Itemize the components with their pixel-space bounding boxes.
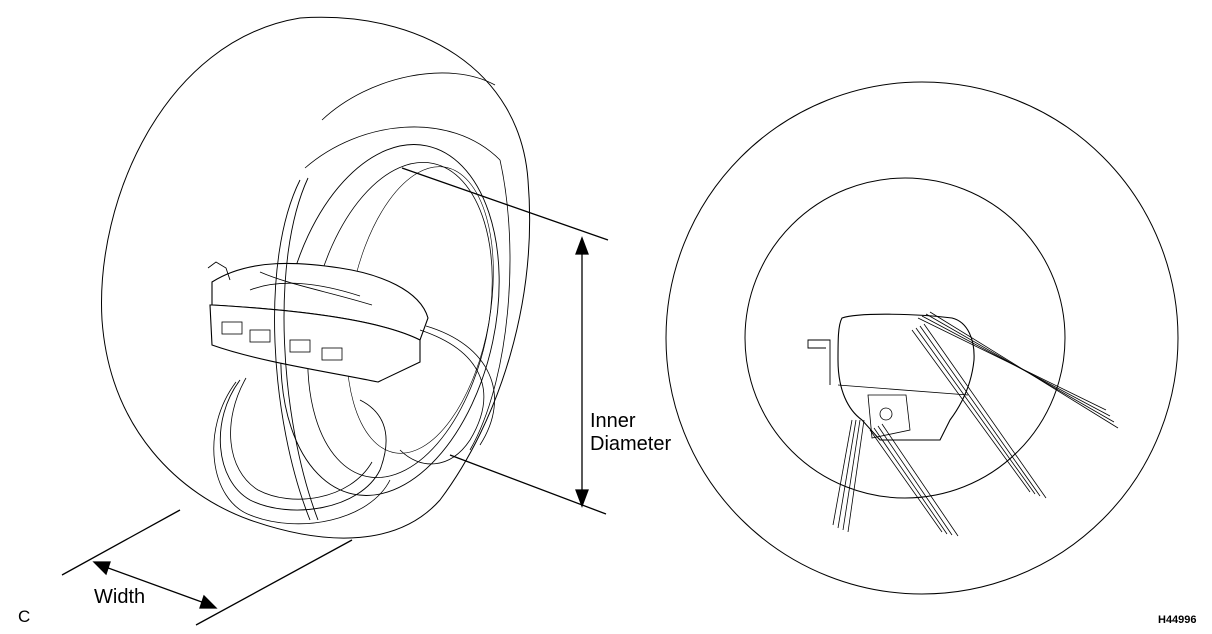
- wire: [842, 419, 861, 531]
- wire-bundle: [213, 381, 391, 525]
- tire-outer-outline: [101, 16, 531, 539]
- tire-inner-circle: [744, 177, 1066, 499]
- wire: [832, 419, 853, 526]
- wire: [881, 423, 959, 537]
- wire-bundle: [399, 329, 485, 465]
- wire: [869, 429, 943, 533]
- side-view-module: [807, 311, 1119, 537]
- module-connector: [321, 347, 343, 361]
- dimension-extension-bottom: [449, 454, 607, 515]
- module-connector: [289, 339, 311, 353]
- module-connector: [221, 321, 243, 335]
- inner-diameter-label-line2: Diameter: [590, 433, 672, 455]
- wire-bundle: [219, 379, 387, 511]
- module-bracket: [207, 261, 231, 281]
- wire: [919, 325, 1041, 497]
- arrow-head-down: [575, 489, 589, 508]
- wire-bundle: [230, 377, 373, 500]
- width-dimension: [61, 509, 353, 626]
- dimension-extension-top: [401, 167, 609, 241]
- wire-bundle-group: [832, 311, 1119, 537]
- side-view-tire: [665, 81, 1179, 595]
- module-plate: [867, 394, 911, 439]
- airbag-module: [207, 177, 495, 525]
- wire-strap: [283, 177, 319, 521]
- wire: [837, 419, 857, 529]
- inner-diameter-label: Inner Diameter: [590, 410, 671, 456]
- inner-diameter-dimension: [401, 167, 609, 515]
- arrow-head-up: [575, 236, 589, 255]
- wire: [877, 425, 953, 536]
- dimension-extension-left: [61, 509, 181, 576]
- airbag-cushion-fold: [249, 282, 361, 297]
- inner-diameter-label-line1: Inner: [590, 410, 636, 432]
- tire-tread-line: [304, 126, 501, 169]
- wire-strap: [274, 179, 311, 521]
- wire: [847, 419, 865, 533]
- corner-letter: C: [18, 607, 31, 626]
- module-edge: [837, 384, 969, 396]
- module-bolt-hole: [879, 407, 893, 421]
- wire: [873, 427, 948, 535]
- tire-tread-line: [469, 159, 511, 451]
- dimension-extension-right: [195, 539, 353, 626]
- width-label: Width: [94, 586, 146, 608]
- wire: [911, 329, 1031, 493]
- wire: [915, 327, 1036, 495]
- wire: [923, 323, 1047, 499]
- module-mount-hook: [807, 339, 831, 385]
- figure-code: H44996: [1158, 614, 1197, 626]
- dimension-arrow-line: [99, 564, 211, 606]
- arrow-head-left: [92, 561, 111, 576]
- arrow-head-right: [199, 594, 218, 609]
- tire-outer-circle: [665, 81, 1179, 595]
- wire: [929, 311, 1119, 429]
- airbag-cushion-fold: [259, 271, 373, 306]
- wire-bundle: [425, 325, 495, 446]
- airbag-module-front: [209, 304, 421, 383]
- tire-tread-line: [321, 72, 496, 121]
- module-connector: [249, 329, 271, 343]
